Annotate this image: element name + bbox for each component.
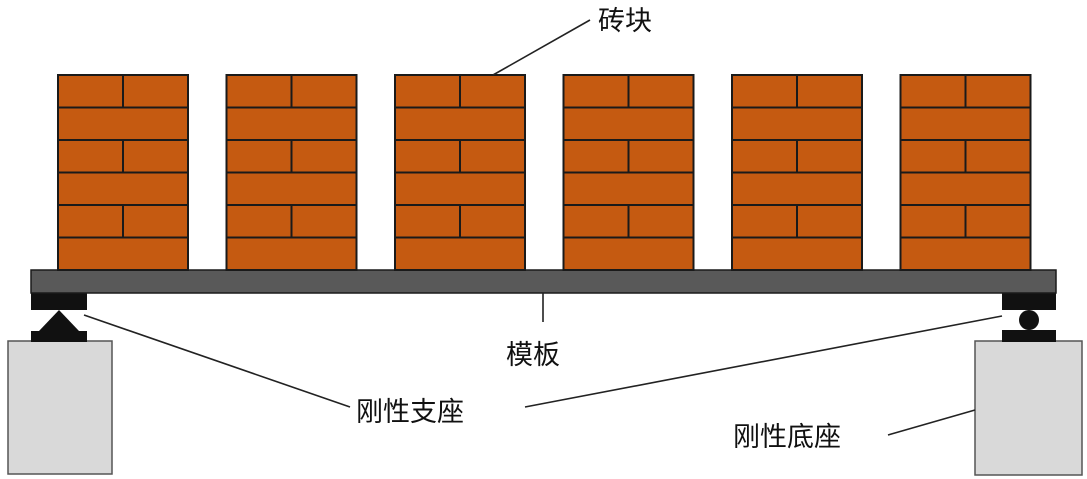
brick-stack [225,74,358,271]
brick-stack [57,74,189,271]
rigid-base-left [7,340,113,475]
leader-base-right [887,409,976,436]
label-brick: 砖块 [598,6,652,37]
brick-stack [731,74,863,271]
brick-stacks [57,74,1032,271]
leader-support-left [83,314,351,408]
rigid-support-right [1002,292,1056,342]
formwork-beam [30,269,1057,294]
rigid-support-left [31,292,87,342]
brick-stack [562,74,695,271]
brick-stack [899,74,1032,271]
leader-brick [492,19,591,76]
label-formwork: 模板 [506,340,560,371]
brick-stack [394,74,526,271]
label-rigid-base: 刚性底座 [733,422,841,453]
leader-support-right [524,315,1003,408]
label-rigid-support: 刚性支座 [356,397,464,428]
rigid-base-right [974,340,1083,476]
